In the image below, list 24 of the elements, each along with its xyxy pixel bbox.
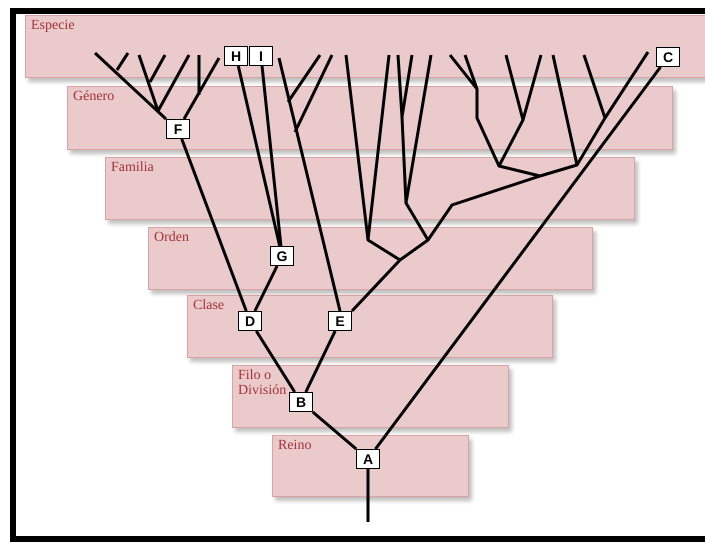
tree-branch <box>312 410 358 450</box>
rank-label: Especie <box>31 19 76 34</box>
taxon-label: E <box>328 311 352 331</box>
tree-branch <box>254 265 278 312</box>
taxon-label: A <box>356 449 380 469</box>
rank-label: Género <box>73 90 116 105</box>
tree-branch <box>304 330 337 393</box>
rank-label: Familia <box>111 161 155 176</box>
rank-label: Reino <box>278 439 312 454</box>
tree-branch <box>255 330 296 393</box>
taxon-label: C <box>656 47 680 67</box>
taxon-label: F <box>166 119 190 139</box>
taxon-label: D <box>238 311 262 331</box>
rank-label: Orden <box>154 231 190 246</box>
tree-branch <box>260 66 282 246</box>
tree-branch <box>236 66 282 246</box>
taxon-label: H <box>224 46 248 66</box>
tree-branch <box>180 138 248 312</box>
tree-branch <box>374 66 662 450</box>
taxon-label: B <box>289 392 313 412</box>
taxon-label: I <box>249 46 273 66</box>
rank-label: Filo o División <box>238 369 286 398</box>
rank-label: Clase <box>193 299 226 314</box>
taxon-label: G <box>270 246 294 266</box>
